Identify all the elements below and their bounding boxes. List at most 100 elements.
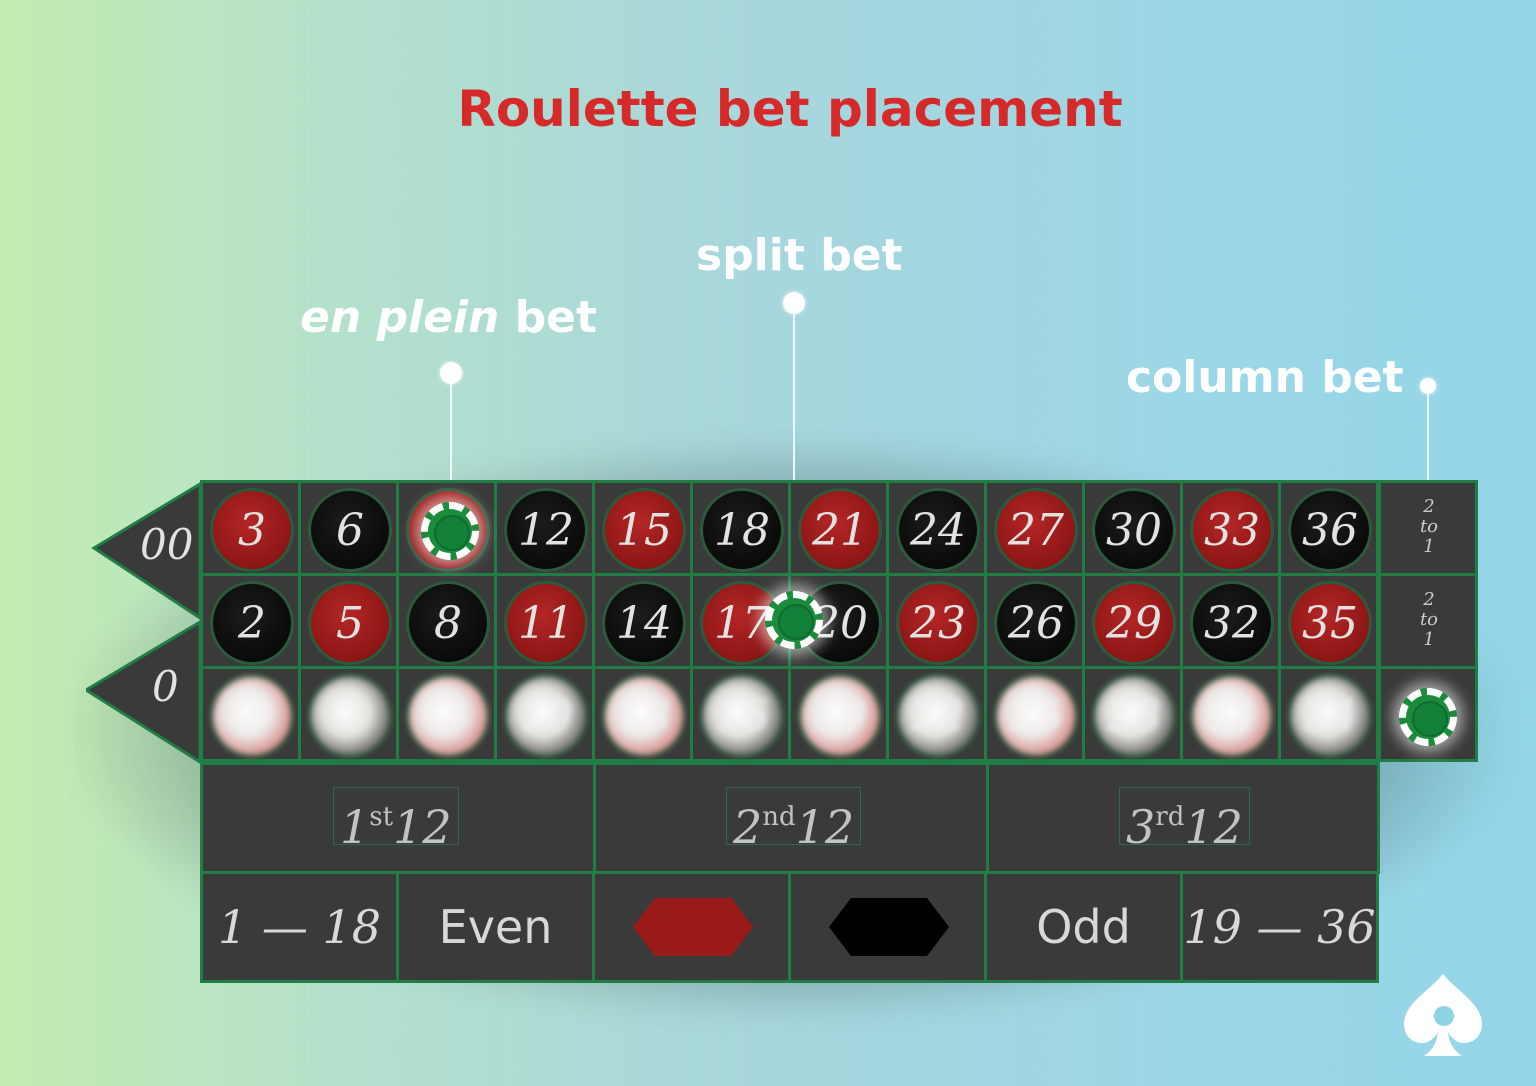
number-cell-4[interactable]: 4 <box>298 666 399 762</box>
number-cell-14[interactable]: 14 <box>592 573 693 669</box>
number-pocket-28: 28 <box>1092 674 1176 758</box>
number-pocket-35: 35 <box>1288 581 1372 665</box>
low-bet-label: 1 — 18 <box>217 900 382 954</box>
column-label-middle: 2 to 1 <box>1419 589 1439 650</box>
zero-pocket[interactable] <box>86 619 202 764</box>
en-plein-suffix: bet <box>499 292 598 343</box>
dozen-2-label: 2nd12 <box>726 787 862 854</box>
en-plein-pointer-line <box>450 382 452 512</box>
number-pocket-14: 14 <box>602 581 686 665</box>
number-cell-28[interactable]: 28 <box>1082 666 1183 762</box>
number-pocket-29: 29 <box>1092 581 1176 665</box>
split-label: split bet <box>696 230 903 281</box>
number-cell-26[interactable]: 26 <box>984 573 1085 669</box>
column-bet-middle[interactable]: 2 to 1 <box>1378 573 1478 669</box>
number-cell-18[interactable]: 18 <box>690 480 791 576</box>
number-cell-36[interactable]: 36 <box>1278 480 1379 576</box>
dozen-2-num: 2 <box>733 800 763 854</box>
dozen-3-tail: 12 <box>1184 800 1243 854</box>
number-pocket-2: 2 <box>210 581 294 665</box>
dozen-3-label: 3rd12 <box>1119 787 1250 854</box>
number-cell-25[interactable]: 25 <box>984 666 1085 762</box>
roulette-table: 3691215182124273033362581114172023262932… <box>200 480 1478 986</box>
number-cell-5[interactable]: 5 <box>298 573 399 669</box>
dozen-1-label: 1st12 <box>333 787 459 854</box>
number-cell-19[interactable]: 19 <box>788 666 889 762</box>
dozen-1-cell[interactable]: 1st12 <box>200 762 596 874</box>
number-pocket-10: 10 <box>504 674 588 758</box>
number-pocket-8: 8 <box>406 581 490 665</box>
split-pointer-dot <box>783 292 805 314</box>
split-pointer-line <box>793 312 795 612</box>
number-cell-29[interactable]: 29 <box>1082 573 1183 669</box>
number-cell-6[interactable]: 6 <box>298 480 399 576</box>
number-cell-16[interactable]: 16 <box>690 666 791 762</box>
dozen-2-cell[interactable]: 2nd12 <box>593 762 989 874</box>
en-plein-pointer-dot <box>440 362 462 384</box>
number-pocket-18: 18 <box>700 488 784 572</box>
number-pocket-5: 5 <box>308 581 392 665</box>
number-pocket-11: 11 <box>504 581 588 665</box>
number-cell-34[interactable]: 34 <box>1278 666 1379 762</box>
number-cell-22[interactable]: 22 <box>886 666 987 762</box>
number-pocket-13: 13 <box>602 674 686 758</box>
even-bet-label: Even <box>438 900 553 954</box>
number-pocket-21: 21 <box>798 488 882 572</box>
number-cell-33[interactable]: 33 <box>1180 480 1281 576</box>
red-diamond-icon <box>633 898 753 956</box>
number-pocket-15: 15 <box>602 488 686 572</box>
number-cell-23[interactable]: 23 <box>886 573 987 669</box>
number-cell-32[interactable]: 32 <box>1180 573 1281 669</box>
high-bet-label: 19 — 36 <box>1183 900 1376 954</box>
chip-split[interactable] <box>765 591 823 649</box>
en-plein-italic: en plein <box>300 292 500 343</box>
dozen-2-suffix: nd <box>762 802 796 832</box>
number-pocket-12: 12 <box>504 488 588 572</box>
column-label: column bet <box>1126 352 1404 403</box>
number-cell-24[interactable]: 24 <box>886 480 987 576</box>
number-cell-10[interactable]: 10 <box>494 666 595 762</box>
number-cell-30[interactable]: 30 <box>1082 480 1183 576</box>
odd-bet-cell[interactable]: Odd <box>984 871 1183 983</box>
high-bet-cell[interactable]: 19 — 36 <box>1180 871 1379 983</box>
number-cell-11[interactable]: 11 <box>494 573 595 669</box>
number-pocket-26: 26 <box>994 581 1078 665</box>
number-cell-35[interactable]: 35 <box>1278 573 1379 669</box>
number-cell-12[interactable]: 12 <box>494 480 595 576</box>
number-cell-2[interactable]: 2 <box>200 573 301 669</box>
number-pocket-1: 1 <box>210 674 294 758</box>
red-bet-cell[interactable] <box>592 871 791 983</box>
number-cell-7[interactable]: 7 <box>396 666 497 762</box>
number-cell-27[interactable]: 27 <box>984 480 1085 576</box>
double-zero-label: 00 <box>140 520 194 569</box>
number-cell-13[interactable]: 13 <box>592 666 693 762</box>
number-pocket-23: 23 <box>896 581 980 665</box>
number-pocket-4: 4 <box>308 674 392 758</box>
number-cell-1[interactable]: 1 <box>200 666 301 762</box>
number-pocket-34: 34 <box>1288 674 1372 758</box>
number-pocket-16: 16 <box>700 674 784 758</box>
number-cell-21[interactable]: 21 <box>788 480 889 576</box>
dozen-1-num: 1 <box>340 800 370 854</box>
number-cell-3[interactable]: 3 <box>200 480 301 576</box>
even-bet-cell[interactable]: Even <box>396 871 595 983</box>
odd-bet-label: Odd <box>1036 900 1131 954</box>
number-pocket-32: 32 <box>1190 581 1274 665</box>
number-pocket-19: 19 <box>798 674 882 758</box>
number-cell-15[interactable]: 15 <box>592 480 693 576</box>
number-pocket-25: 25 <box>994 674 1078 758</box>
dozen-2-tail: 12 <box>795 800 855 854</box>
number-pocket-24: 24 <box>896 488 980 572</box>
chip-en-plein[interactable] <box>421 502 479 560</box>
dozen-1-suffix: st <box>369 802 394 832</box>
black-bet-cell[interactable] <box>788 871 987 983</box>
number-pocket-7: 7 <box>406 674 490 758</box>
number-cell-8[interactable]: 8 <box>396 573 497 669</box>
low-bet-cell[interactable]: 1 — 18 <box>200 871 399 983</box>
number-pocket-31: 31 <box>1190 674 1274 758</box>
column-bet-top[interactable]: 2 to 1 <box>1378 480 1478 576</box>
number-cell-31[interactable]: 31 <box>1180 666 1281 762</box>
chip-column[interactable] <box>1399 688 1457 746</box>
en-plein-label: en plein bet <box>300 292 597 343</box>
dozen-3-cell[interactable]: 3rd12 <box>986 762 1380 874</box>
